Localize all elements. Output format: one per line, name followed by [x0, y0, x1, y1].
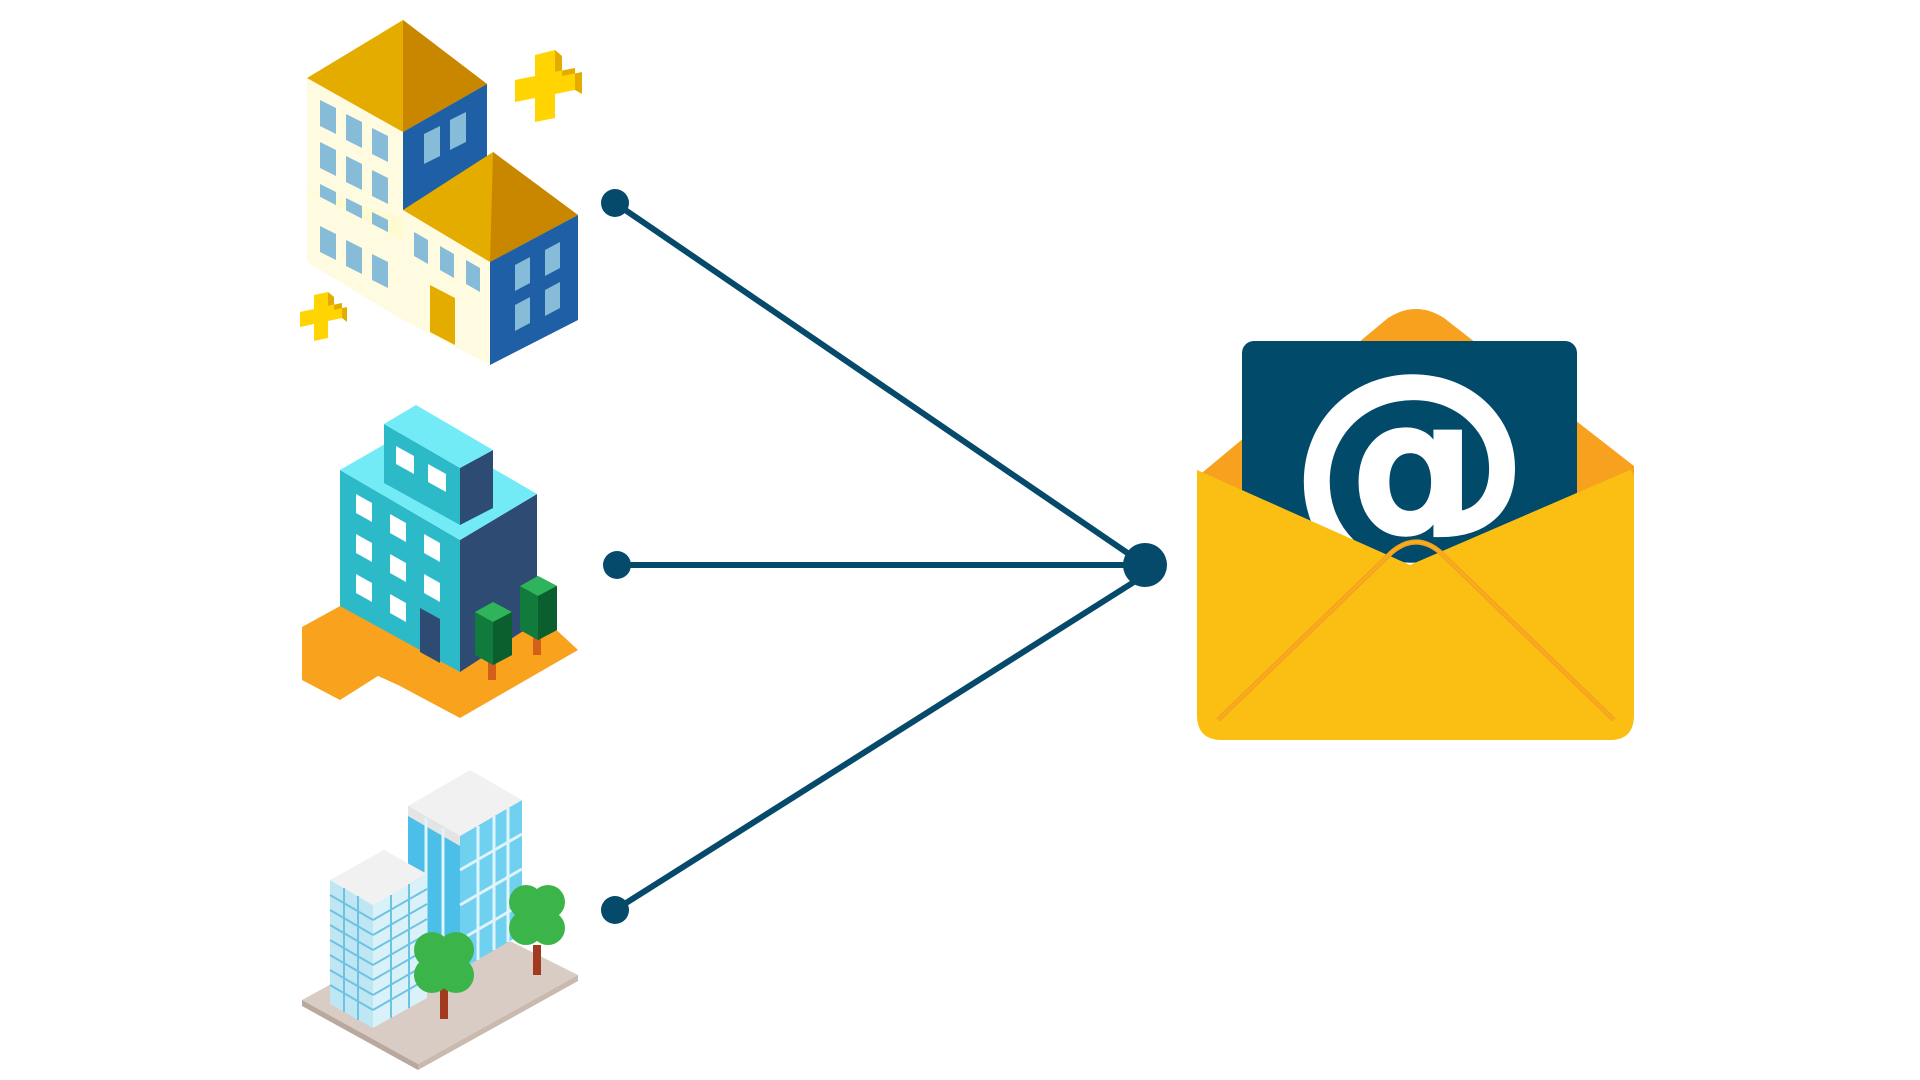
connector-dots: [601, 189, 1167, 924]
tree-icon: [520, 576, 557, 655]
city-buildings-icon: [302, 770, 578, 1070]
tree-icon: [475, 602, 512, 680]
medical-cross-icon: [515, 50, 582, 122]
connector-dot-city: [601, 896, 629, 924]
at-sign-icon: @: [1290, 322, 1530, 602]
email-letter-card: [1242, 341, 1577, 581]
connector-line-hospital: [612, 200, 1148, 568]
connector-dot-office: [603, 551, 631, 579]
connector-hub-dot: [1123, 543, 1167, 587]
tree-icon: [509, 885, 565, 975]
tree-icon: [414, 932, 474, 1019]
hospital-building-icon: [300, 20, 582, 365]
medical-cross-icon: [300, 292, 347, 341]
connector-dot-hospital: [601, 189, 629, 217]
envelope-body: [1197, 470, 1634, 740]
connectors: [612, 200, 1148, 913]
connector-line-city: [612, 572, 1148, 913]
email-envelope-icon: @: [1197, 309, 1634, 740]
office-building-icon: [302, 405, 578, 718]
